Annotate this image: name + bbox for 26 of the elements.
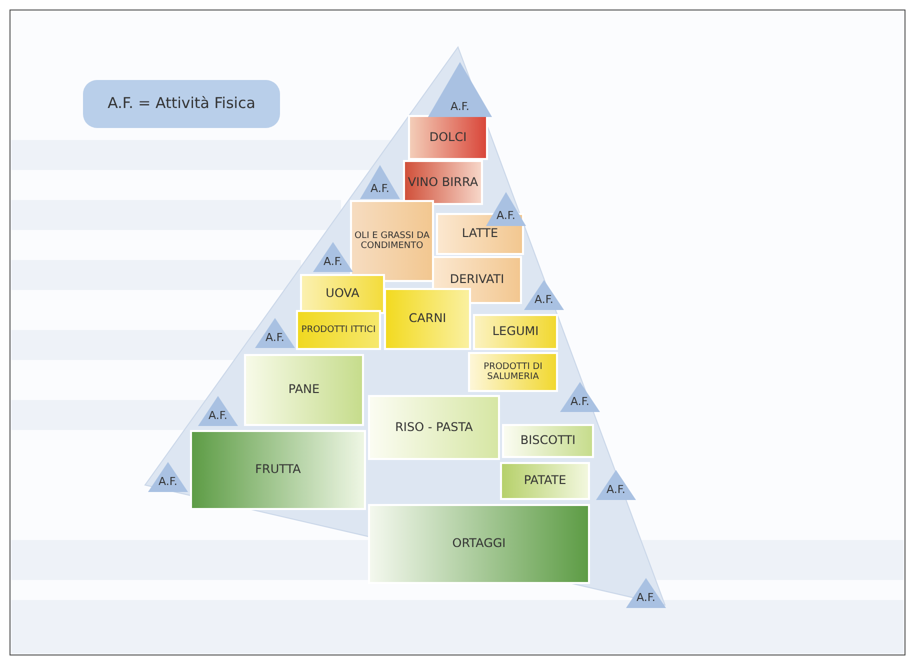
food-block: DOLCI bbox=[408, 115, 488, 160]
food-block: RISO - PASTA bbox=[368, 395, 500, 460]
activity-triangle: A.F. bbox=[148, 462, 188, 492]
activity-triangle: A.F. bbox=[560, 382, 600, 412]
food-block: PATATE bbox=[500, 462, 590, 500]
legend-pill: A.F. = Attività Fisica bbox=[83, 80, 280, 128]
food-block: OLI E GRASSI DA CONDIMENTO bbox=[350, 200, 434, 282]
activity-triangle: A.F. bbox=[198, 396, 238, 426]
food-block: ORTAGGI bbox=[368, 504, 590, 584]
activity-triangle: A.F. bbox=[360, 165, 400, 199]
food-block: BISCOTTI bbox=[502, 424, 594, 458]
activity-triangle: A.F. bbox=[255, 318, 295, 348]
food-block: PANE bbox=[244, 354, 364, 426]
activity-triangle: A.F. bbox=[626, 578, 666, 608]
activity-triangle: A.F. bbox=[313, 242, 353, 272]
activity-triangle: A.F. bbox=[428, 62, 492, 117]
food-block: CARNI bbox=[384, 288, 471, 350]
food-block: VINO BIRRA bbox=[403, 160, 483, 205]
food-block: PRODOTTI ITTICI bbox=[296, 310, 381, 350]
food-block: UOVA bbox=[300, 274, 385, 314]
food-block: FRUTTA bbox=[190, 430, 366, 510]
food-block: PRODOTTI DI SALUMERIA bbox=[468, 352, 558, 392]
activity-triangle: A.F. bbox=[524, 280, 564, 310]
food-block: LEGUMI bbox=[473, 314, 558, 350]
activity-triangle: A.F. bbox=[486, 192, 526, 226]
activity-triangle: A.F. bbox=[596, 470, 636, 500]
